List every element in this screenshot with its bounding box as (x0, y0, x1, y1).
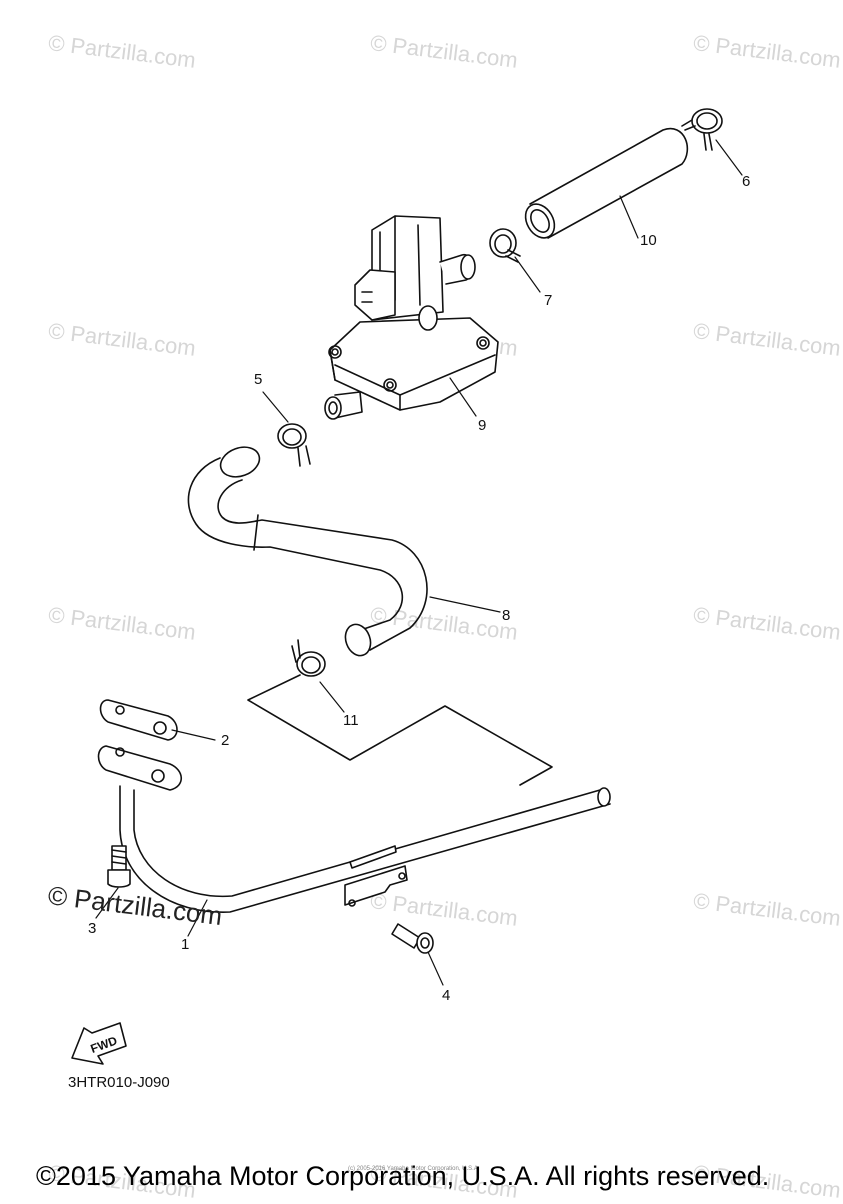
bolt-part-4 (391, 923, 434, 954)
hose-clip-part-11 (291, 639, 326, 677)
fwd-arrow-icon (71, 1022, 127, 1065)
callout-11: 11 (343, 712, 359, 729)
callout-2: 2 (221, 732, 230, 749)
hose-clip-part-5 (277, 423, 311, 467)
callout-4: 4 (442, 987, 451, 1004)
callout-10: 10 (640, 232, 657, 249)
tiny-copyright: (c) 2005-2016 Yamaha Motor Corporation, … (348, 1166, 480, 1172)
leader-lines (95, 139, 743, 986)
diagram-code: 3HTR010-J090 (68, 1074, 170, 1091)
bolt-part-3 (107, 845, 131, 888)
air-pipe-part-1 (97, 745, 611, 913)
hose-clip-part-7 (489, 228, 521, 263)
gasket-part-2 (99, 699, 178, 741)
callout-7: 7 (544, 292, 553, 309)
straight-hose-part-10 (524, 127, 689, 239)
group-bracket (247, 674, 553, 786)
footer-copyright: ©2015 Yamaha Motor Corporation, U.S.A. A… (36, 1161, 770, 1191)
callout-9: 9 (478, 417, 487, 434)
callout-8: 8 (502, 607, 511, 624)
callout-3: 3 (88, 920, 97, 937)
callout-5: 5 (254, 371, 263, 388)
callout-1: 1 (181, 936, 190, 953)
formed-hose-part-8 (187, 446, 428, 657)
air-valve-part-9 (324, 215, 499, 420)
callout-6: 6 (742, 173, 751, 190)
hose-clip-part-6 (681, 108, 723, 151)
